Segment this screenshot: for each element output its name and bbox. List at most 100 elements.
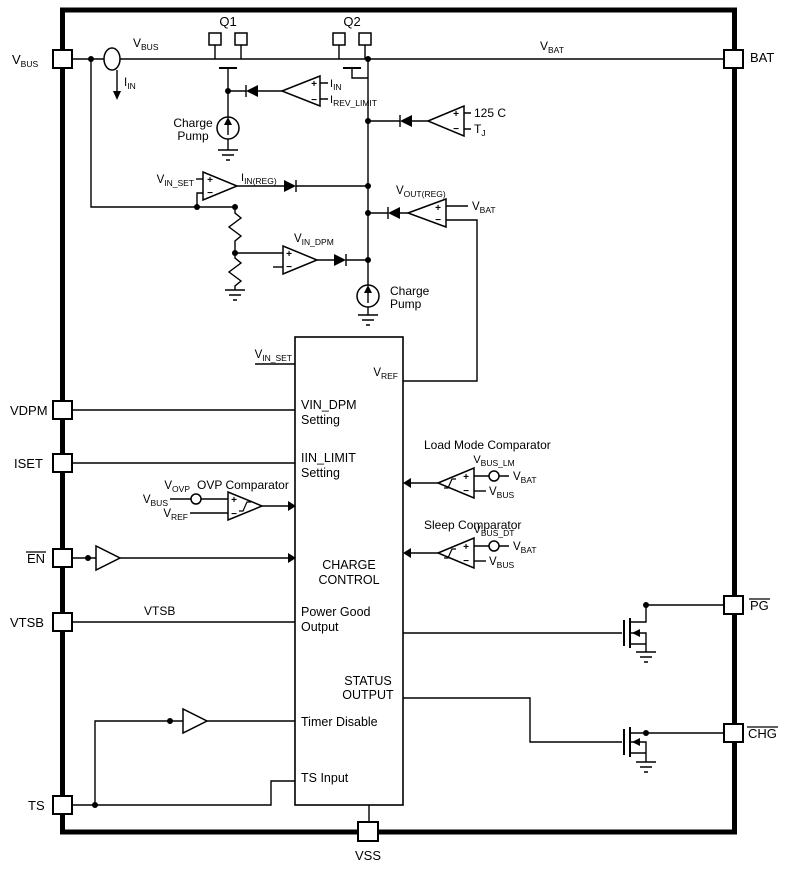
vindpm-amp-triangle: [282, 244, 319, 276]
q1-label: Q1: [219, 14, 236, 29]
pin-label-pg: PG: [750, 598, 769, 613]
block-charge-control-2: CONTROL: [318, 573, 379, 587]
iinreg-label: IIN(REG): [241, 172, 277, 186]
hysteresis-icon: [444, 548, 456, 559]
charge-pump-2-label-1: Charge: [390, 284, 430, 298]
temp-comp-plus: +: [453, 109, 459, 120]
pin-vtsb: [52, 612, 73, 632]
charge-pump-1: [216, 116, 240, 140]
ground-chg-fet: [636, 761, 656, 773]
voutreg-vbat-label: VBAT: [472, 201, 496, 215]
pin-iset: [52, 453, 73, 473]
q2-body-right: [358, 32, 372, 46]
pins: [52, 49, 744, 842]
vindpm-minus: −: [286, 262, 292, 273]
block-power-good-2: Output: [301, 620, 339, 634]
charge-pump-2-label-2: Pump: [390, 297, 422, 311]
pin-label-vtsb: VTSB: [10, 615, 44, 630]
temp-comparator-triangle: [426, 104, 465, 138]
block-vinset-label: VIN_SET: [255, 349, 292, 363]
pin-en: [52, 548, 73, 568]
iin-arrow-icon: [113, 91, 121, 100]
loadmode-vbat-label: VBAT: [513, 471, 537, 485]
vinset-amp-minus: −: [207, 188, 213, 199]
sleep-vbat-label: VBAT: [513, 541, 537, 555]
pin-vss: [357, 821, 379, 842]
diode-icon: [334, 254, 346, 266]
voutreg-plus: +: [435, 203, 441, 214]
chg-fet-body-arrow-icon: [632, 738, 640, 746]
wires: [72, 58, 724, 822]
iin-comp-minus: −: [311, 95, 317, 106]
diode-icon: [400, 115, 412, 127]
temp-comp-minus: −: [453, 124, 459, 135]
block-vindpm-setting-1: VIN_DPM: [301, 398, 357, 412]
pin-label-en: EN: [27, 551, 45, 566]
loadmode-title: Load Mode Comparator: [424, 438, 551, 452]
pin-label-iset: ISET: [14, 456, 43, 471]
ground-divider: [225, 289, 245, 301]
block-timer-disable: Timer Disable: [301, 715, 378, 729]
status-output-wire: [403, 697, 622, 743]
block-iinlimit-setting-1: IIN_LIMIT: [301, 451, 356, 465]
sleep-minus: −: [463, 556, 469, 567]
q2-label: Q2: [343, 14, 360, 29]
pin-label-ts: TS: [28, 798, 45, 813]
iin-comp-plus: +: [311, 79, 317, 90]
q2-body-left: [332, 32, 346, 46]
ovp-plus: +: [231, 495, 237, 506]
voutreg-amp-triangle: [405, 197, 447, 229]
vinset-amp-minus-wire: [196, 192, 203, 207]
vref-feedback-wire: [403, 219, 478, 382]
vbat-rail-label: VBAT: [540, 39, 564, 55]
loadmode-vbus-label: VBUS: [489, 486, 514, 500]
arrowhead-icon: [403, 548, 411, 558]
active-low-overlines: [26, 551, 778, 728]
ovp-title: OVP Comparator: [197, 478, 289, 492]
q2-mosfet: [332, 32, 372, 69]
timer-buffer-triangle: [182, 707, 209, 735]
pg-fet-body-arrow-icon: [632, 629, 640, 637]
temp-threshold-label: 125 C: [474, 106, 506, 120]
block-iinlimit-setting-2: Setting: [301, 466, 340, 480]
irev-limit-label: IREV_LIMIT: [330, 94, 377, 108]
q2-gate-wire: [351, 68, 368, 79]
pin-label-chg: CHG: [748, 726, 777, 741]
hysteresis-icon: [444, 478, 456, 489]
charge-pump-2: [356, 284, 380, 308]
vbus-sense-wire: [90, 59, 235, 208]
block-power-good-1: Power Good: [301, 605, 371, 619]
ovp-minus: −: [231, 509, 237, 520]
ovp-vovp-label: VOVP: [164, 480, 190, 494]
charge-pump-1-arrow-icon: [224, 117, 232, 125]
block-status-2: OUTPUT: [342, 688, 394, 702]
ground-pg-fet: [636, 651, 656, 663]
iin-current-label: IIN: [124, 77, 136, 91]
chg-fet-leads: [630, 732, 647, 762]
vinset-amp-plus: +: [207, 175, 213, 186]
loadmode-plus: +: [463, 472, 469, 483]
pin-label-vss: VSS: [355, 848, 381, 863]
vtsb-wire-label: VTSB: [144, 604, 175, 618]
diodes: [245, 85, 412, 266]
sleep-plus: +: [463, 542, 469, 553]
temp-comp-input-stubs: [464, 112, 471, 130]
charge-pump-2-arrow-icon: [364, 285, 372, 293]
arrowhead-icon: [288, 553, 296, 563]
en-buffer-triangle: [95, 544, 122, 572]
ground-charge-pump2: [358, 314, 378, 326]
charge-pump-1-label-2: Pump: [177, 129, 209, 143]
arrowhead-icon: [403, 478, 411, 488]
ovp-vbus-label: VBUS: [143, 494, 168, 508]
pin-ts: [52, 795, 73, 815]
block-vref-label: VREF: [373, 367, 398, 381]
loadmode-offset-label: VBUS_LM: [473, 454, 514, 468]
timer-disable-wire: [94, 720, 183, 805]
ts-input-wire: [72, 780, 295, 806]
iin-limit-label: IIN: [330, 78, 342, 92]
iin-comparator-triangle: [279, 74, 321, 108]
resistor-divider: [227, 207, 243, 290]
ovp-vref-label: VREF: [163, 508, 188, 522]
